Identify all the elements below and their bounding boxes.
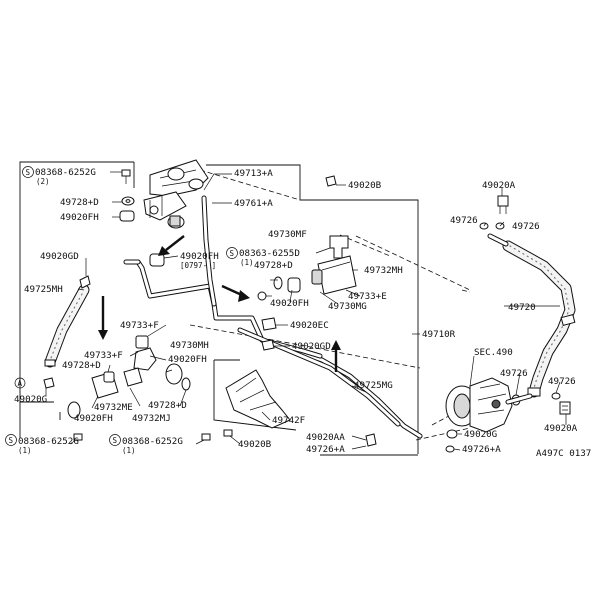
leader-lines bbox=[45, 171, 567, 451]
hose-49725mh bbox=[44, 284, 90, 368]
label-49020fh-mid: 49020FH bbox=[180, 251, 219, 262]
label-49726-pump: 49726 bbox=[500, 368, 528, 379]
label-49728d-low: 49728+D bbox=[148, 400, 187, 411]
fasteners bbox=[43, 169, 571, 453]
bolt-symbol-4: S bbox=[113, 436, 118, 445]
label-08368-top: 08368-6252G bbox=[35, 167, 96, 178]
label-08368-bl: 08368-6252G bbox=[18, 436, 79, 447]
label-49020fh-mid-date: [0797- ] bbox=[180, 261, 216, 270]
label-49730mf: 49730MF bbox=[268, 229, 307, 240]
bolt-symbol-2: S bbox=[230, 249, 235, 258]
label-49713a: 49713+A bbox=[234, 168, 273, 179]
label-49726-tl: 49726 bbox=[450, 215, 478, 226]
label-08363: 08363-6255D bbox=[239, 248, 300, 259]
label-49728d-top: 49728+D bbox=[60, 197, 99, 208]
label-49020b-bottom: 49020B bbox=[238, 439, 272, 450]
label-49733e: 49733+E bbox=[348, 291, 387, 302]
label-08368-bm-qty: (1) bbox=[122, 446, 136, 455]
direction-arrows bbox=[98, 235, 341, 372]
power-steering-pump bbox=[445, 377, 533, 433]
label-49726-pump-r: 49726 bbox=[548, 376, 576, 387]
label-49761a: 49761+A bbox=[234, 198, 273, 209]
label-08368-top-qty: (2) bbox=[36, 177, 50, 186]
label-49732mj: 49732MJ bbox=[132, 413, 171, 424]
bolt-symbol-1: S bbox=[26, 168, 31, 177]
label-49732me: 49732ME bbox=[94, 402, 133, 413]
label-49742f: 49742F bbox=[272, 415, 305, 426]
label-49020gd-mid: 49020GD bbox=[292, 341, 331, 352]
label-49732mh: 49732MH bbox=[364, 265, 403, 276]
label-49728d-mid: 49728+D bbox=[254, 260, 293, 271]
label-08368-bm: 08368-6252G bbox=[122, 436, 183, 447]
label-49020fh-bl: 49020FH bbox=[74, 413, 113, 424]
label-49020a-bottom: 49020A bbox=[544, 423, 578, 434]
label-08368-bl-qty: (1) bbox=[18, 446, 32, 455]
label-49726-tr: 49726 bbox=[512, 221, 540, 232]
label-49726a-mid: 49726+A bbox=[306, 444, 345, 455]
high-pressure-tube bbox=[123, 195, 423, 439]
label-49020fh-r: 49020FH bbox=[270, 298, 309, 309]
label-49020aa: 49020AA bbox=[306, 432, 345, 443]
bolt-symbols: S S S S A bbox=[5, 166, 238, 446]
label-49710r: 49710R bbox=[422, 329, 456, 340]
label-49725mh: 49725MH bbox=[24, 284, 63, 295]
label-49020a-top: 49020A bbox=[482, 180, 516, 191]
label-49020g-left: 49020G bbox=[14, 394, 47, 405]
label-08363-qty: (1) bbox=[240, 258, 254, 267]
label-49730mh: 49730MH bbox=[170, 340, 209, 351]
label-sec490: SEC.490 bbox=[474, 347, 513, 358]
label-49020g-right: 49020G bbox=[464, 429, 497, 440]
label-49020b-top: 49020B bbox=[348, 180, 382, 191]
label-49020ec: 49020EC bbox=[290, 320, 329, 331]
label-49728d-l: 49728+D bbox=[62, 360, 101, 371]
reservoir-assembly bbox=[143, 159, 209, 229]
label-49726a-right: 49726+A bbox=[462, 444, 501, 455]
hose-49720 bbox=[487, 233, 576, 398]
label-49020fh-low: 49020FH bbox=[168, 354, 207, 365]
label-49720: 49720 bbox=[508, 302, 536, 313]
part-labels: 08368-6252G (2) 49728+D 49020FH 49713+A … bbox=[14, 167, 591, 459]
label-49733f-b: 49733+F bbox=[84, 350, 123, 361]
heat-shield-49742f bbox=[225, 369, 291, 429]
label-49020fh-top: 49020FH bbox=[60, 212, 99, 223]
diagram-code: A497C 0137 bbox=[536, 448, 591, 459]
label-49733f-a: 49733+F bbox=[120, 320, 159, 331]
label-49725mg: 49725MG bbox=[354, 380, 393, 391]
circle-a-marker: A bbox=[18, 379, 23, 388]
label-49020gd-left: 49020GD bbox=[40, 251, 79, 262]
bolt-symbol-3: S bbox=[9, 436, 14, 445]
label-49730mg: 49730MG bbox=[328, 301, 367, 312]
